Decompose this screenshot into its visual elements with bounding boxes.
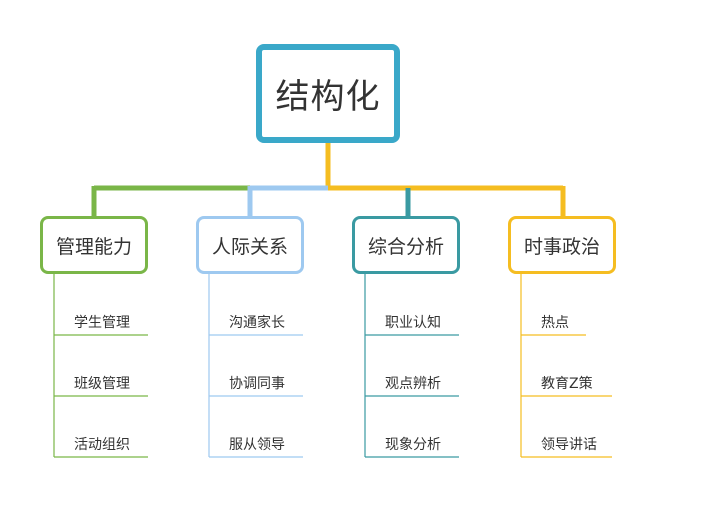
category-politics: 时事政治 xyxy=(508,216,616,274)
root-node: 结构化 xyxy=(256,44,400,143)
tree-management xyxy=(53,274,148,458)
leaf-management-1: 学生管理 xyxy=(74,315,130,331)
leaf-politics-1: 热点 xyxy=(541,315,569,331)
category-interpersonal: 人际关系 xyxy=(196,216,304,274)
leaf-politics-3: 领导讲话 xyxy=(541,437,597,453)
category-analysis: 综合分析 xyxy=(352,216,460,274)
leaf-interpersonal-1: 沟通家长 xyxy=(229,315,285,331)
leaf-interpersonal-2: 协调同事 xyxy=(229,376,285,392)
leaf-interpersonal-3: 服从领导 xyxy=(229,437,285,453)
leaf-management-3: 活动组织 xyxy=(74,437,130,453)
leaf-analysis-1: 职业认知 xyxy=(385,315,441,331)
category-management: 管理能力 xyxy=(40,216,148,274)
leaf-politics-2: 教育Z策 xyxy=(541,376,593,392)
leaf-analysis-3: 现象分析 xyxy=(385,437,441,453)
tree-politics xyxy=(520,274,612,458)
leaf-management-2: 班级管理 xyxy=(74,376,130,392)
leaf-analysis-2: 观点辨析 xyxy=(385,376,441,392)
tree-relations xyxy=(208,274,303,458)
tree-analysis xyxy=(364,274,459,458)
